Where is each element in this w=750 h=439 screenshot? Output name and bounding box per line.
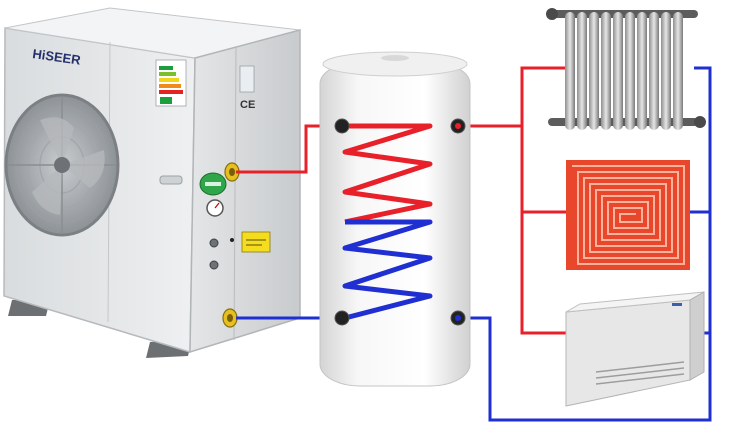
- drain-port: [209, 260, 219, 270]
- tank-port: [334, 310, 350, 326]
- inlet-connector: [222, 308, 238, 328]
- spec-sticker: [239, 65, 255, 93]
- convector-grille: [595, 361, 685, 385]
- radiator-icon: [546, 8, 706, 130]
- radiator-columns: [565, 12, 683, 130]
- cold-coil: [342, 219, 433, 321]
- hot-coil: [342, 123, 433, 225]
- fan-convector-icon: [565, 291, 705, 407]
- tank-port: [334, 118, 350, 134]
- underfloor-heating-icon: [566, 160, 690, 270]
- drain-port: [209, 238, 219, 248]
- hot-distribution-pipe: [520, 212, 568, 335]
- pressure-gauge-icon: [206, 199, 224, 217]
- tank-cap: [381, 55, 409, 61]
- convector-side: [689, 291, 705, 381]
- radiator-valve: [694, 116, 706, 128]
- indicator-dot: [230, 238, 234, 242]
- handle: [159, 175, 183, 185]
- panel-seam: [233, 47, 237, 341]
- floor-heating-loop: [572, 165, 685, 265]
- power-button-icon: [199, 172, 227, 196]
- hot-distribution-pipe: [520, 126, 568, 214]
- tank-port-inner: [455, 123, 461, 129]
- warning-label-icon: [241, 231, 271, 253]
- cold-return-main: [458, 66, 712, 422]
- tank-top: [322, 51, 468, 77]
- fan-icon: [4, 93, 120, 237]
- convector-badge: [672, 303, 682, 306]
- heat-pump: HiSEER CE: [3, 7, 301, 358]
- energy-label-icon: [155, 59, 187, 107]
- storage-tank: [319, 51, 471, 387]
- tank-port-inner: [455, 315, 461, 321]
- brand-logo: HiSEER: [32, 46, 83, 68]
- ce-mark: CE: [240, 99, 255, 111]
- hot-distribution-pipe: [460, 66, 568, 128]
- radiator-valve: [546, 8, 558, 20]
- convector-front: [565, 299, 691, 407]
